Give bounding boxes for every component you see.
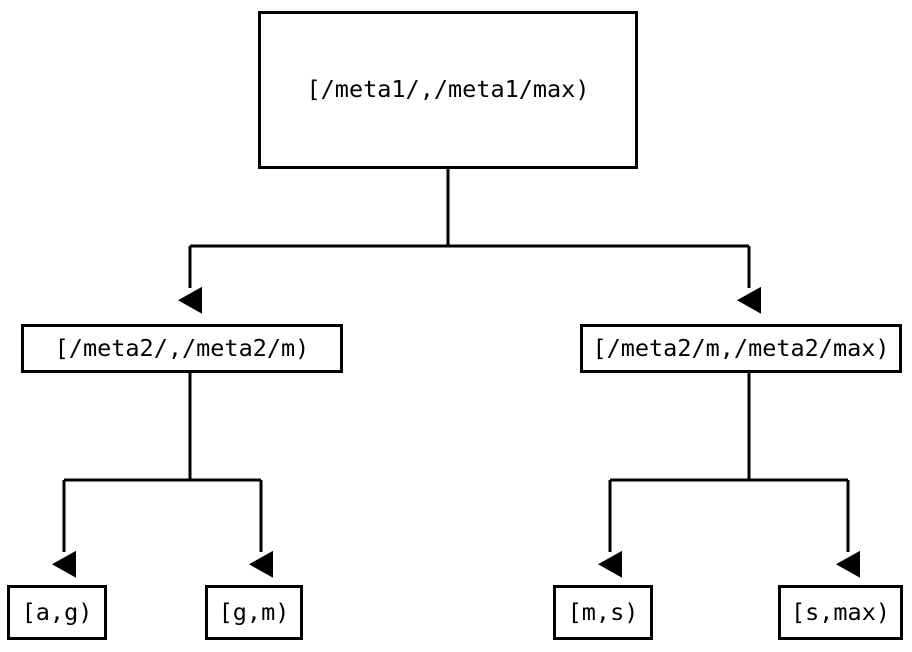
node-root[interactable]: [/meta1/,/meta1/max): [258, 11, 638, 169]
node-leaf-a-g-label: [a,g): [21, 597, 93, 626]
node-mid-right-label: [/meta2/m,/meta2/max): [592, 333, 890, 362]
node-leaf-s-max[interactable]: [s,max): [778, 585, 903, 640]
node-leaf-g-m[interactable]: [g,m): [205, 585, 303, 640]
node-leaf-a-g[interactable]: [a,g): [7, 585, 107, 640]
node-mid-left[interactable]: [/meta2/,/meta2/m): [21, 324, 343, 373]
edge-midleft-to-leaves-group: [52, 373, 273, 578]
node-leaf-s-max-label: [s,max): [790, 597, 891, 626]
edge-root-to-mid-group: [178, 169, 761, 314]
node-leaf-g-m-label: [g,m): [218, 597, 290, 626]
node-leaf-m-s[interactable]: [m,s): [553, 585, 653, 640]
edge-midright-to-leaves-group: [598, 373, 860, 578]
node-mid-left-label: [/meta2/,/meta2/m): [54, 333, 310, 362]
node-root-label: [/meta1/,/meta1/max): [306, 75, 590, 104]
node-mid-right[interactable]: [/meta2/m,/meta2/max): [580, 324, 902, 373]
node-leaf-m-s-label: [m,s): [567, 597, 639, 626]
